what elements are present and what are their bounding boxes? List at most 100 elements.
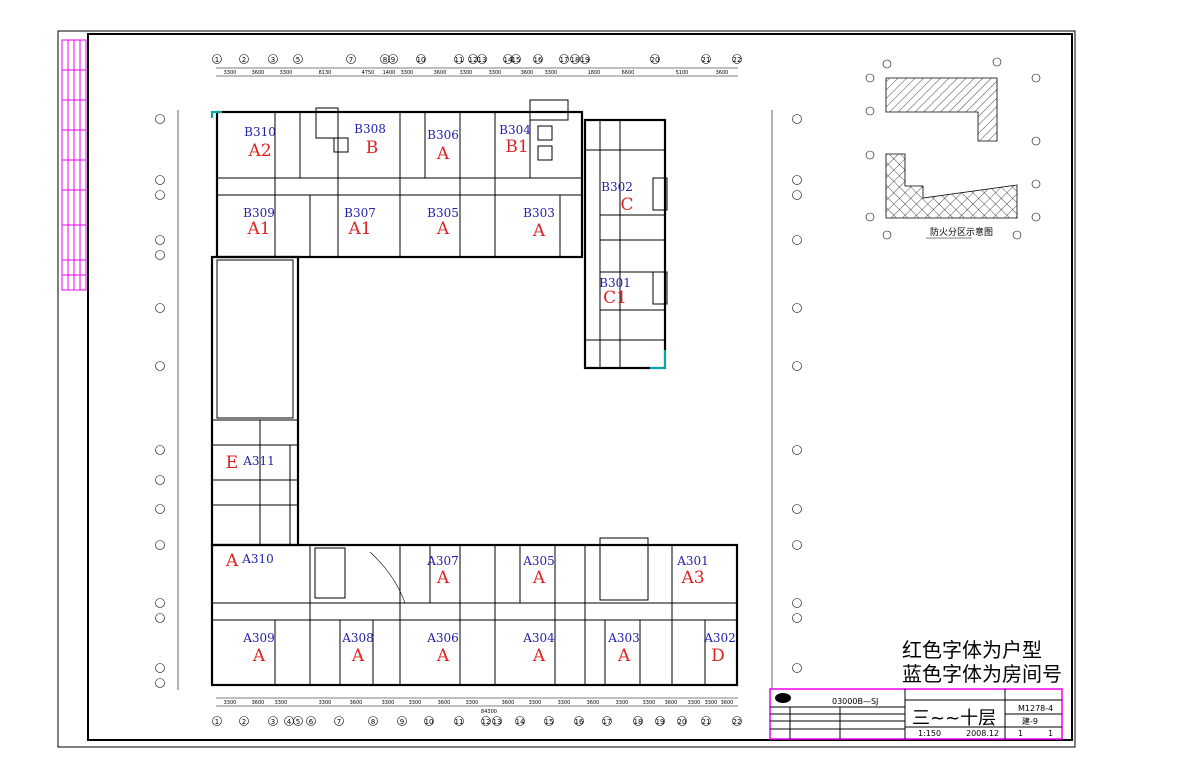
unit-type: A3 [680, 568, 704, 588]
room-number: B308 [354, 122, 386, 136]
axis-label: 3 [271, 718, 275, 726]
axis-label: 4 [287, 718, 292, 726]
room-number: B303 [523, 206, 555, 220]
dim-text: 3600 [434, 70, 447, 76]
axis-label: 8 [383, 56, 387, 64]
axis-label: 9 [400, 718, 404, 726]
dim-text: 3600 [438, 700, 451, 706]
unit-type: B1 [505, 137, 528, 157]
dim-text: 3300 [529, 700, 542, 706]
axis-label: 3 [271, 56, 275, 64]
dim-text: 3600 [716, 70, 729, 76]
axis-label: 19 [656, 718, 665, 726]
unit-type: C1 [603, 288, 627, 308]
stair-bottom-right [599, 537, 649, 601]
axis-label: 13 [478, 56, 487, 64]
dim-text: 3600 [665, 700, 678, 706]
fire-zone-diagram: 防火分区示意图 [865, 57, 1041, 240]
room-number: A302 [703, 631, 736, 645]
sheet-code: 建-9 [1022, 716, 1038, 726]
axis-label: 13 [493, 718, 502, 726]
axis-label: 10 [425, 718, 434, 726]
dim-text: 3600 [587, 700, 600, 706]
unit-type: A [252, 646, 266, 666]
dim-text: 3300 [545, 70, 558, 76]
fire-zone-title: 防火分区示意图 [930, 226, 993, 238]
axis-label: 9 [391, 56, 395, 64]
side-axis-bubbles [155, 114, 802, 688]
binding-strip [61, 39, 87, 291]
room-number: A310 [241, 552, 274, 566]
axis-label: 14 [516, 718, 525, 726]
outer-frame [57, 30, 1076, 748]
room-number: A301 [676, 554, 709, 568]
axis-label: 6 [309, 718, 314, 726]
sheet-number: 1 [1018, 729, 1023, 738]
drawing-title: 三~~十层 [912, 708, 996, 729]
date: 2008.12 [966, 729, 999, 738]
room-number: B305 [427, 206, 459, 220]
unit-type: A [436, 568, 450, 588]
room-number: B309 [243, 206, 275, 220]
axis-label: 5 [296, 718, 300, 726]
room-number: A308 [341, 631, 374, 645]
dim-text: 8130 [319, 70, 332, 76]
dim-text: 4750 [362, 70, 375, 76]
unit-type: C [620, 195, 633, 215]
dim-text: 3600 [252, 700, 265, 706]
drawing-code: M1278-4 [1018, 704, 1053, 713]
company-logo [775, 693, 791, 703]
dim-text: 3300 [489, 70, 502, 76]
axis-label: 11 [455, 56, 464, 64]
room-number: A303 [607, 631, 640, 645]
unit-type: D [711, 646, 725, 666]
axis-label: 1 [215, 718, 219, 726]
axis-label: 15 [545, 718, 554, 726]
legend-line-blue: 蓝色字体为房间号 [902, 662, 1062, 686]
room-number: B307 [344, 206, 376, 220]
axis-label: 11 [455, 718, 464, 726]
unit-type: A [351, 646, 365, 666]
fire-zone-1 [885, 77, 998, 142]
axis-label: 15 [512, 56, 521, 64]
top-axis-bubbles: 1 2 3 5 7 8 9 10 11 12 13 14 15 16 17 18… [212, 54, 742, 64]
dim-text: 3300 [466, 700, 479, 706]
axis-label: 18 [634, 718, 643, 726]
dim-text: 3300 [460, 70, 473, 76]
unit-type: A [436, 646, 450, 666]
legend-line-red: 红色字体为户型 [902, 638, 1042, 662]
dim-text: 3600 [721, 700, 734, 706]
unit-type: A [617, 646, 631, 666]
room-number: B302 [601, 180, 633, 194]
dim-text: 3300 [319, 700, 332, 706]
unit-type: A [436, 144, 450, 164]
top-dimension-lines [216, 67, 738, 77]
room-number: A305 [522, 554, 555, 568]
unit-type: A1 [347, 219, 371, 239]
dim-text: 3300 [280, 70, 293, 76]
dim-text: 1400 [383, 70, 396, 76]
axis-label: 18 [571, 56, 580, 64]
axis-label: 20 [651, 56, 660, 64]
room-number: B301 [599, 276, 631, 290]
project-number: 03000B—SJ [832, 697, 878, 706]
dim-text: 3300 [401, 70, 414, 76]
inner-frame [87, 33, 1073, 741]
dim-text: 3300 [705, 700, 718, 706]
sheet-total: 1 [1048, 729, 1053, 738]
axis-label: 19 [581, 56, 590, 64]
unit-labels: B310 A2 B308 B B306 A B304 B1 B309 A1 B3… [225, 122, 736, 666]
top-dimension-texts: 3300 3600 3300 8130 4750 1400 3300 3600 … [224, 70, 729, 76]
building-walls [210, 99, 739, 687]
corner-accent [211, 111, 222, 118]
room-number: A309 [242, 631, 275, 645]
unit-type: A [225, 551, 239, 571]
room-number: A304 [522, 631, 555, 645]
axis-label: 17 [560, 56, 569, 64]
dim-text: 3300 [616, 700, 629, 706]
axis-label: 16 [534, 56, 543, 64]
unit-type: A [532, 221, 546, 241]
dim-text: 3300 [275, 700, 288, 706]
dim-text: 3300 [643, 700, 656, 706]
